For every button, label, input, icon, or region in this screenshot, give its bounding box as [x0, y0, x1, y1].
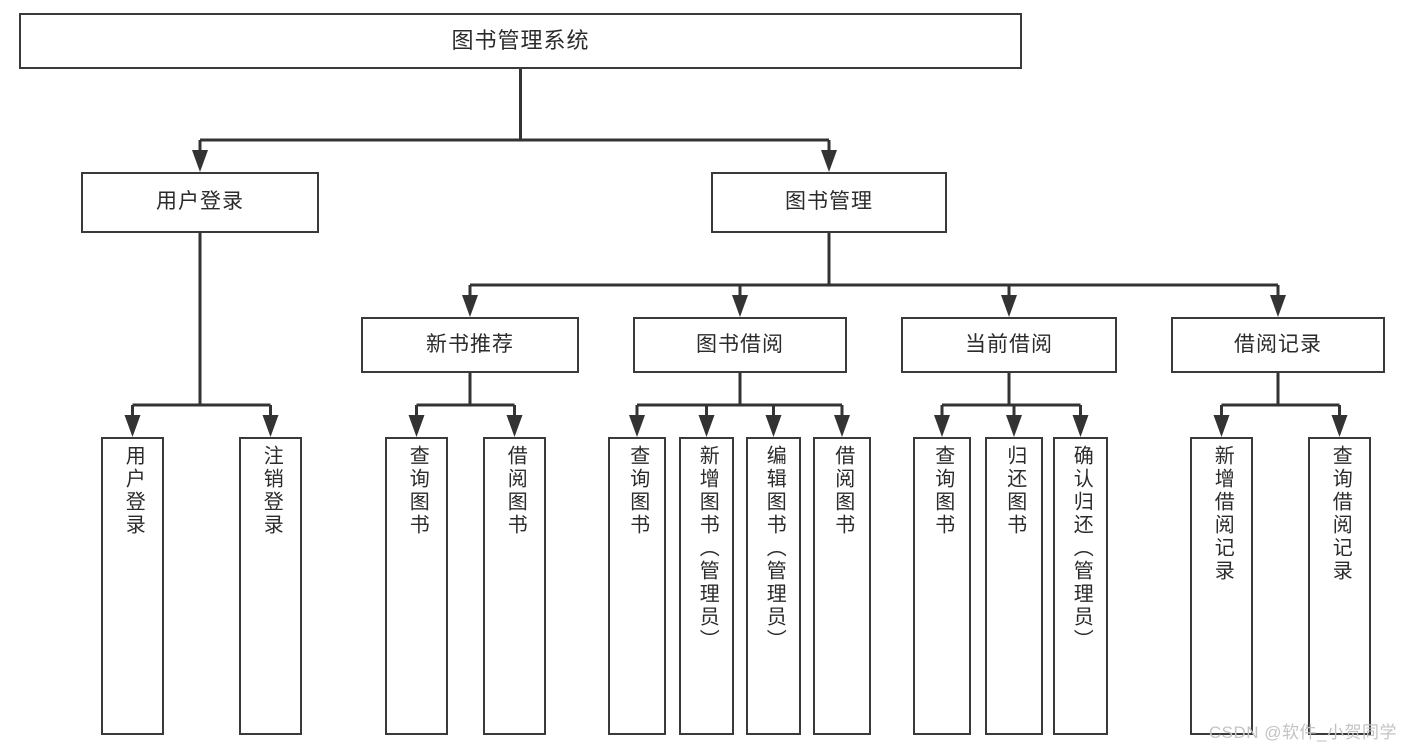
node-login[interactable]: 用户登录 — [81, 172, 319, 233]
watermark: CSDN @软件_小贺同学 — [1208, 723, 1397, 742]
node-leaf12[interactable]: 新增借阅记录 — [1190, 437, 1253, 735]
arrowhead-icon — [262, 415, 279, 437]
node-leaf11[interactable]: 确认归还（管理员） — [1053, 437, 1108, 735]
node-label: 注销登录 — [260, 445, 283, 537]
arrowhead-icon — [506, 415, 523, 437]
arrowhead-icon — [1270, 295, 1286, 317]
node-newbook[interactable]: 新书推荐 — [361, 317, 579, 373]
node-label: 查询借阅记录 — [1329, 445, 1352, 583]
node-leaf8[interactable]: 借阅图书 — [813, 437, 871, 735]
arrowhead-icon — [462, 295, 478, 317]
node-leaf13[interactable]: 查询借阅记录 — [1308, 437, 1371, 735]
node-root[interactable]: 图书管理系统 — [19, 13, 1022, 69]
arrowhead-icon — [821, 150, 837, 172]
arrowhead-icon — [192, 150, 208, 172]
arrowhead-icon — [834, 415, 850, 437]
node-label: 借阅图书 — [504, 445, 527, 537]
node-borrow[interactable]: 图书借阅 — [633, 317, 847, 373]
node-leaf5[interactable]: 查询图书 — [608, 437, 666, 735]
arrowhead-icon — [1006, 415, 1022, 437]
node-leaf10[interactable]: 归还图书 — [985, 437, 1043, 735]
arrowhead-icon — [1072, 415, 1089, 437]
arrowhead-icon — [698, 415, 715, 437]
arrowhead-icon — [1001, 295, 1017, 317]
arrowhead-icon — [934, 415, 950, 437]
arrowhead-icon — [1213, 415, 1230, 437]
node-label: 查询图书 — [931, 445, 954, 537]
node-bookmgmt[interactable]: 图书管理 — [711, 172, 947, 233]
arrowhead-icon — [629, 415, 645, 437]
node-leaf2[interactable]: 注销登录 — [239, 437, 302, 735]
arrowhead-icon — [765, 415, 782, 437]
node-label: 新增图书（管理员） — [696, 445, 719, 652]
node-leaf1[interactable]: 用户登录 — [101, 437, 164, 735]
node-leaf4[interactable]: 借阅图书 — [483, 437, 546, 735]
node-label: 图书管理系统 — [451, 28, 590, 54]
node-leaf9[interactable]: 查询图书 — [913, 437, 971, 735]
arrowhead-icon — [1331, 415, 1348, 437]
node-label: 归还图书 — [1003, 445, 1026, 537]
node-label: 新书推荐 — [426, 332, 514, 356]
node-label: 借阅记录 — [1234, 332, 1322, 356]
node-label: 用户登录 — [156, 190, 244, 214]
node-label: 查询图书 — [626, 445, 649, 537]
node-label: 查询图书 — [406, 445, 429, 537]
node-label: 新增借阅记录 — [1211, 445, 1234, 583]
node-label: 图书借阅 — [696, 332, 784, 356]
node-label: 当前借阅 — [965, 332, 1053, 356]
arrowhead-icon — [124, 415, 141, 437]
node-label: 借阅图书 — [831, 445, 854, 537]
node-current[interactable]: 当前借阅 — [901, 317, 1117, 373]
node-label: 确认归还（管理员） — [1070, 445, 1093, 652]
arrowhead-icon — [408, 415, 425, 437]
node-leaf3[interactable]: 查询图书 — [385, 437, 448, 735]
arrowhead-icon — [732, 295, 748, 317]
node-label: 用户登录 — [122, 445, 145, 537]
node-leaf6[interactable]: 新增图书（管理员） — [679, 437, 734, 735]
node-leaf7[interactable]: 编辑图书（管理员） — [746, 437, 801, 735]
node-label: 图书管理 — [785, 190, 873, 214]
node-records[interactable]: 借阅记录 — [1171, 317, 1385, 373]
node-label: 编辑图书（管理员） — [763, 445, 786, 652]
